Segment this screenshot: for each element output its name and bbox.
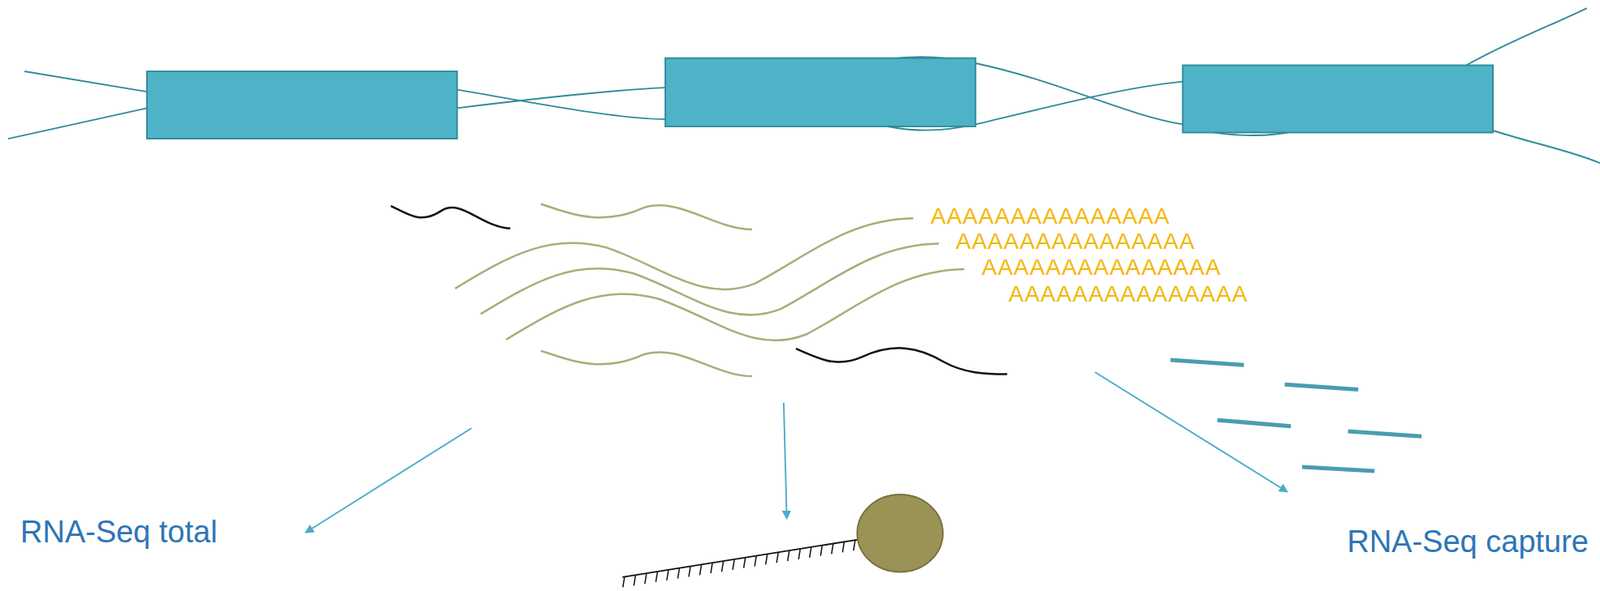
poly-a-tail: AAAAAAAAAAAAAAA [981,253,1222,282]
scaled-group [8,8,1600,588]
oligo-dt-tick [710,563,713,575]
oligo-dt-tick [787,551,790,563]
exon-box [146,71,457,139]
arrows [305,372,1287,533]
oligo-dt-tick [831,544,834,555]
probe [1170,360,1245,366]
oligo-dt-tick [666,570,669,581]
oligo-dt-tick [820,546,822,557]
oligo-dt-tick [798,549,800,560]
oligo-dt-tick [776,553,779,564]
arrow [305,428,472,533]
mrna [480,244,939,316]
exon-box [1182,64,1493,133]
poly-a-tail: AAAAAAAAAAAAAAA [1008,280,1248,309]
method-label: RNA-Seq capture [1346,524,1589,562]
dna-strand [1492,130,1600,164]
oligo-dt-ticks [623,541,856,589]
oligo-dt-tick [677,568,680,580]
oligo-dt-tick [765,554,768,566]
oligo-dt-tick [744,558,746,569]
probe [1284,384,1359,390]
probe [1347,431,1422,437]
probe [1302,467,1375,472]
dna-strand [456,87,666,108]
oligo-dt-tick [732,559,735,571]
oligo-dt-tick [809,547,812,559]
oligo-dt-tick [655,572,658,583]
poly-a-tail: AAAAAAAAAAAAAAA [955,227,1196,256]
oligo-dt-tick [688,567,691,578]
probe [1217,420,1291,427]
oligo-dt [622,539,860,578]
oligo-dt-tick [842,542,844,554]
ncrna [795,348,1007,375]
rna-fragment [541,204,753,230]
rna-molecules [455,204,965,378]
arrow [1095,372,1287,492]
oligo-dt-tick [645,574,647,585]
dna-strand [1466,8,1587,65]
exon-box [665,58,976,127]
oligo-dt-tick [699,565,702,577]
noncoding-rna [391,206,1008,375]
oligo-dt-bead [622,494,943,588]
dna-strand [24,71,147,92]
mrna [455,218,914,290]
oligo-dt-tick [754,556,757,568]
capture-probes [1170,360,1422,472]
oligo-dt-tick [623,577,625,589]
bead [856,494,943,573]
method-label: RNA-Seq total [20,514,218,552]
oligo-dt-tick [633,576,636,587]
oligo-dt-tick [853,541,856,552]
dna-strands [8,8,1600,164]
oligo-dt-tick [722,561,724,573]
dna-strand [8,107,147,139]
exons [146,58,1493,139]
mrna [506,269,965,341]
arrow [783,403,788,519]
poly-a-tail: AAAAAAAAAAAAAAA [930,202,1170,231]
rna-fragment [541,351,753,377]
ncrna [391,206,511,229]
